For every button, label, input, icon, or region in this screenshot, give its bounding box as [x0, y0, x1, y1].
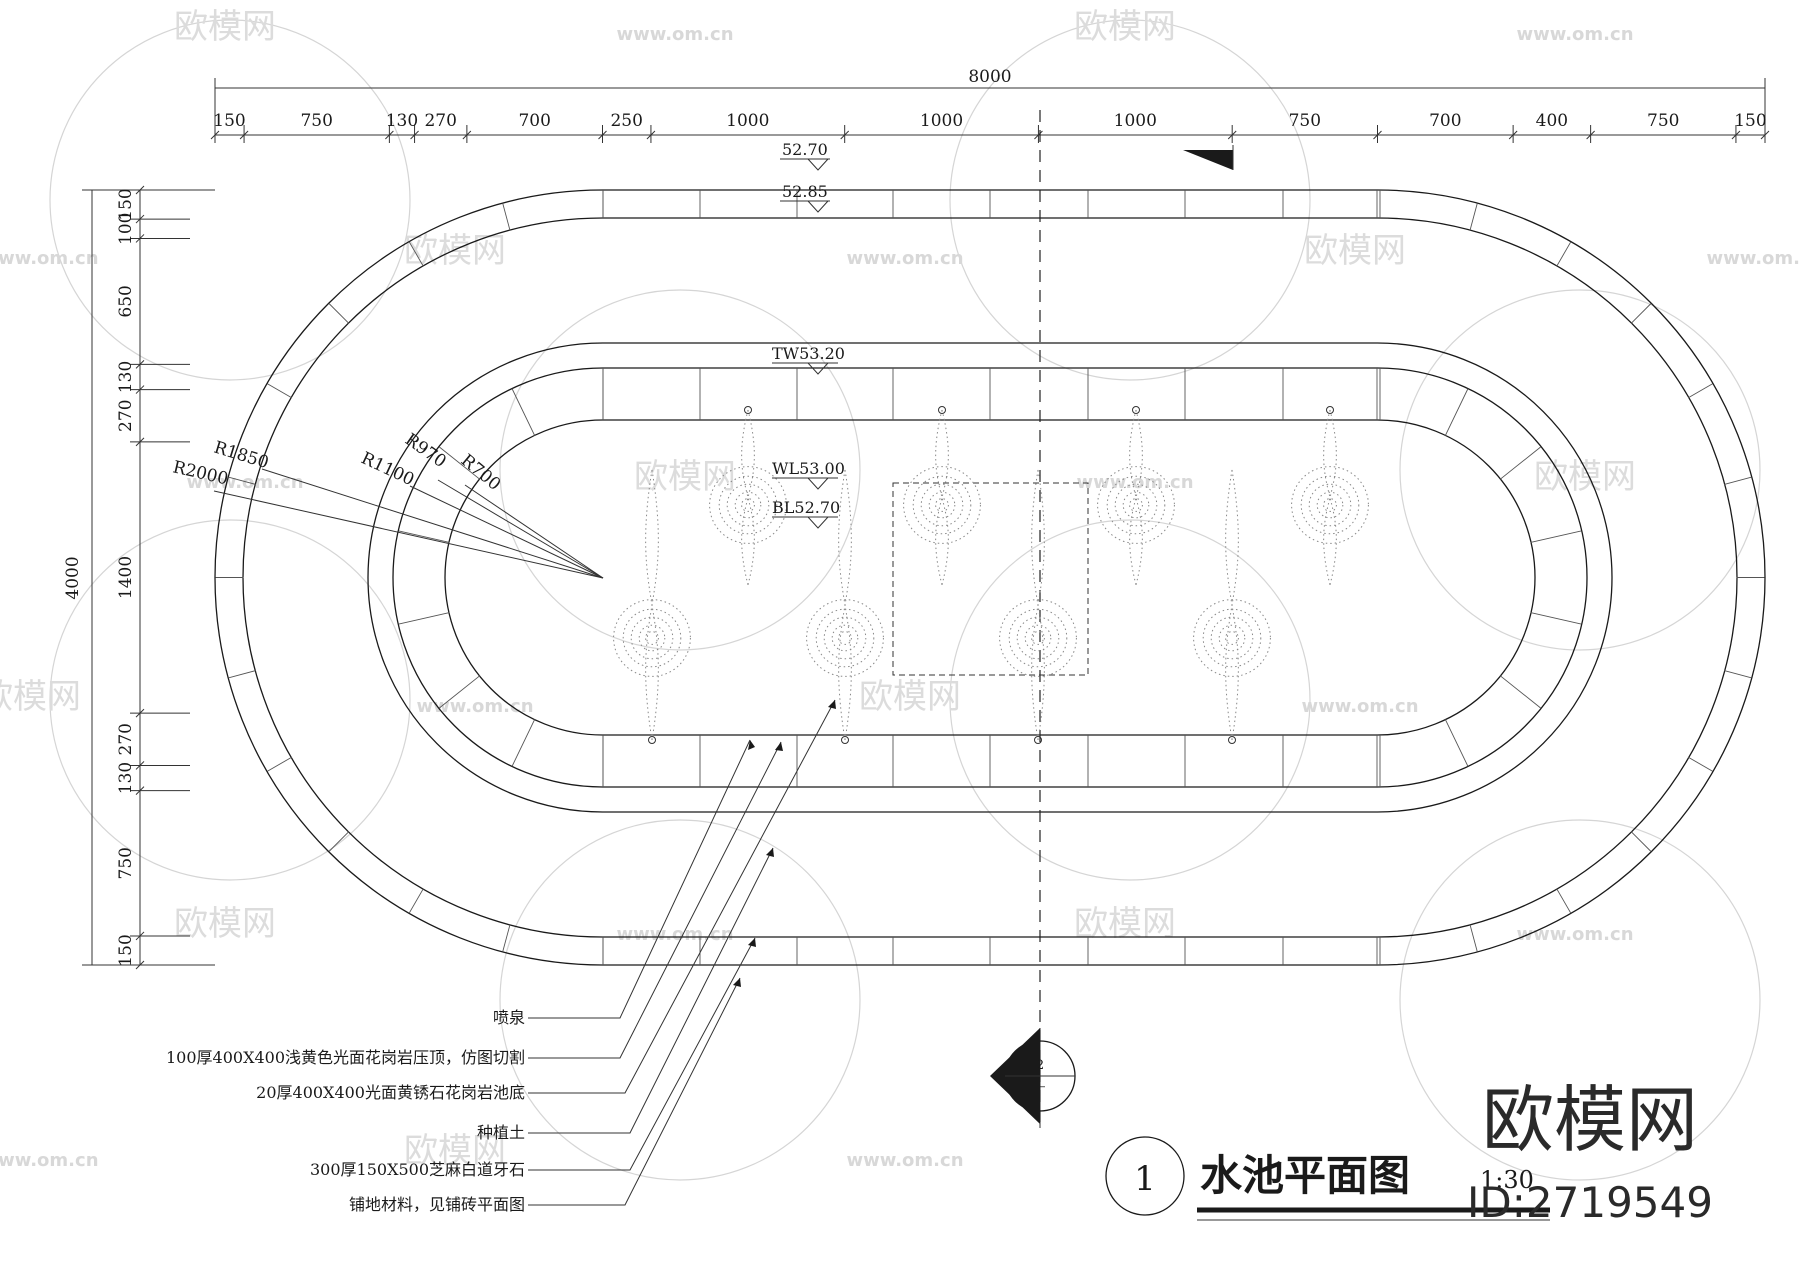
elev-bl: BL52.70 — [772, 498, 840, 517]
elev-52-85: 52.85 — [782, 182, 828, 201]
dim-total-width: 8000 — [968, 67, 1011, 87]
fountain-jet — [1193, 469, 1271, 744]
watermark-brand: 欧模网 — [174, 904, 276, 944]
note-leaders — [528, 699, 836, 1206]
flag-arrow-icon — [1183, 150, 1233, 170]
pool-outline — [214, 189, 1766, 966]
watermark-site: www.om.cn — [616, 24, 733, 45]
elevation-markers: 52.70 52.85 TW53.20 WL53.00 BL52.70 — [772, 140, 845, 529]
dim-top-segment: 750 — [300, 111, 332, 131]
elev-wl: WL53.00 — [772, 459, 845, 478]
dim-top-segment: 150 — [1734, 111, 1766, 131]
watermark-site: www.om.cn — [1516, 924, 1633, 945]
dim-top-segment: 270 — [424, 111, 456, 131]
dim-left-segment: 270 — [116, 723, 136, 755]
dim-top-segment: 1000 — [1114, 111, 1157, 131]
section-sheet: — — [1035, 1080, 1046, 1093]
watermark-brand: 欧模网 — [634, 457, 736, 497]
dim-total-height: 4000 — [63, 556, 83, 599]
watermark-site: www.om.cn — [1706, 248, 1800, 269]
watermark-site: www.om.cn — [846, 1150, 963, 1171]
watermark-site: www.om.cn — [616, 924, 733, 945]
note-soil: 种植土 — [477, 1123, 525, 1142]
watermark-brand: 欧模网 — [859, 677, 961, 717]
dim-left-segment: 750 — [116, 847, 136, 879]
watermark-big-brand: 欧模网 — [1482, 1078, 1698, 1162]
watermark-id: ID:2719549 — [1467, 1178, 1713, 1227]
section-marker: 2 — — [990, 1028, 1076, 1128]
watermark-layer: 欧模网欧模网欧模网欧模网欧模网欧模网欧模网欧模网欧模网欧模网欧模网www.om.… — [0, 7, 1800, 1181]
watermark-brand: 欧模网 — [1534, 457, 1636, 497]
fountain-jet — [999, 469, 1077, 744]
dim-top-segment: 1000 — [920, 111, 963, 131]
fountain-jet — [806, 469, 884, 744]
watermark-brand: 欧模网 — [1074, 904, 1176, 944]
dim-left-segment: 650 — [116, 285, 136, 317]
fountain-zone-box — [892, 482, 1089, 676]
fountain-jet — [1291, 406, 1369, 586]
dim-top-segment: 150 — [213, 111, 245, 131]
radius-r700: R700 — [457, 451, 505, 495]
note-coping: 100厚400X400浅黄色光面花岗岩压顶，仿图切割 — [166, 1048, 525, 1067]
radius-leaders: R1850 R2000 R1100 R970 R700 — [171, 430, 604, 579]
watermark-site: www.om.cn — [0, 248, 99, 269]
dim-top-segment: 130 — [386, 111, 418, 131]
watermark-site: www.om.cn — [1516, 24, 1633, 45]
dim-left-segment: 1400 — [116, 556, 136, 599]
dim-left-segment: 270 — [116, 399, 136, 431]
dim-top-segment: 700 — [518, 111, 550, 131]
drawing-number: 1 — [1134, 1159, 1156, 1199]
watermark-brand: 欧模网 — [174, 7, 276, 47]
elev-tw: TW53.20 — [772, 344, 845, 363]
dim-left-segment: 130 — [116, 361, 136, 393]
watermark-brand: 欧模网 — [404, 1131, 506, 1171]
note-fountain: 喷泉 — [493, 1008, 525, 1027]
note-paving: 铺地材料，见铺砖平面图 — [349, 1195, 525, 1214]
note-pool-bottom: 20厚400X400光面黄锈石花岗岩池底 — [256, 1083, 525, 1102]
watermark-brand: 欧模网 — [0, 677, 81, 717]
dim-top-segment: 750 — [1289, 111, 1321, 131]
fountain-jet — [1097, 406, 1175, 586]
watermark-site: www.om.cn — [186, 472, 303, 493]
tile-grid — [215, 190, 1765, 965]
watermark-site: www.om.cn — [846, 248, 963, 269]
section-number: 2 — [1036, 1058, 1044, 1073]
watermark-site: www.om.cn — [1076, 472, 1193, 493]
dim-top-segment: 1000 — [726, 111, 769, 131]
fountain-jet — [903, 406, 981, 586]
top-dimension-lines: 8000 150 750 130 270 700 250 1000 1000 1000 750 70… — [210, 67, 1770, 143]
fountain-jet — [613, 469, 691, 744]
dim-left-segment: 130 — [116, 762, 136, 794]
drawing-scale: 1:30 — [1480, 1166, 1534, 1194]
dim-left-segment: 100 — [116, 213, 136, 245]
watermark-stamp: 欧模网 ID:2719549 — [1467, 1078, 1713, 1227]
dim-top-segment: 700 — [1429, 111, 1461, 131]
dim-top-segment: 400 — [1536, 111, 1568, 131]
watermark-brand: 欧模网 — [1074, 7, 1176, 47]
dim-left-segment: 150 — [116, 934, 136, 966]
fountain-jet — [709, 406, 787, 586]
watermark-brand: 欧模网 — [1304, 231, 1406, 271]
note-curb: 300厚150X500芝麻白道牙石 — [310, 1160, 525, 1179]
leader-notes: 喷泉 100厚400X400浅黄色光面花岗岩压顶，仿图切割 20厚400X400… — [166, 1008, 525, 1214]
dim-top-segment: 250 — [610, 111, 642, 131]
elev-52-70: 52.70 — [782, 140, 828, 159]
dim-left-segment: 150 — [116, 188, 136, 220]
watermark-site: www.om.cn — [1301, 696, 1418, 717]
watermark-site: www.om.cn — [0, 1150, 99, 1171]
dim-top-segment: 750 — [1647, 111, 1679, 131]
fountain-patterns — [613, 406, 1369, 744]
title-block: 1 水池平面图 1:30 — [1105, 1136, 1550, 1221]
drawing-title: 水池平面图 — [1200, 1151, 1410, 1200]
watermark-brand: 欧模网 — [404, 231, 506, 271]
watermark-site: www.om.cn — [416, 696, 533, 717]
